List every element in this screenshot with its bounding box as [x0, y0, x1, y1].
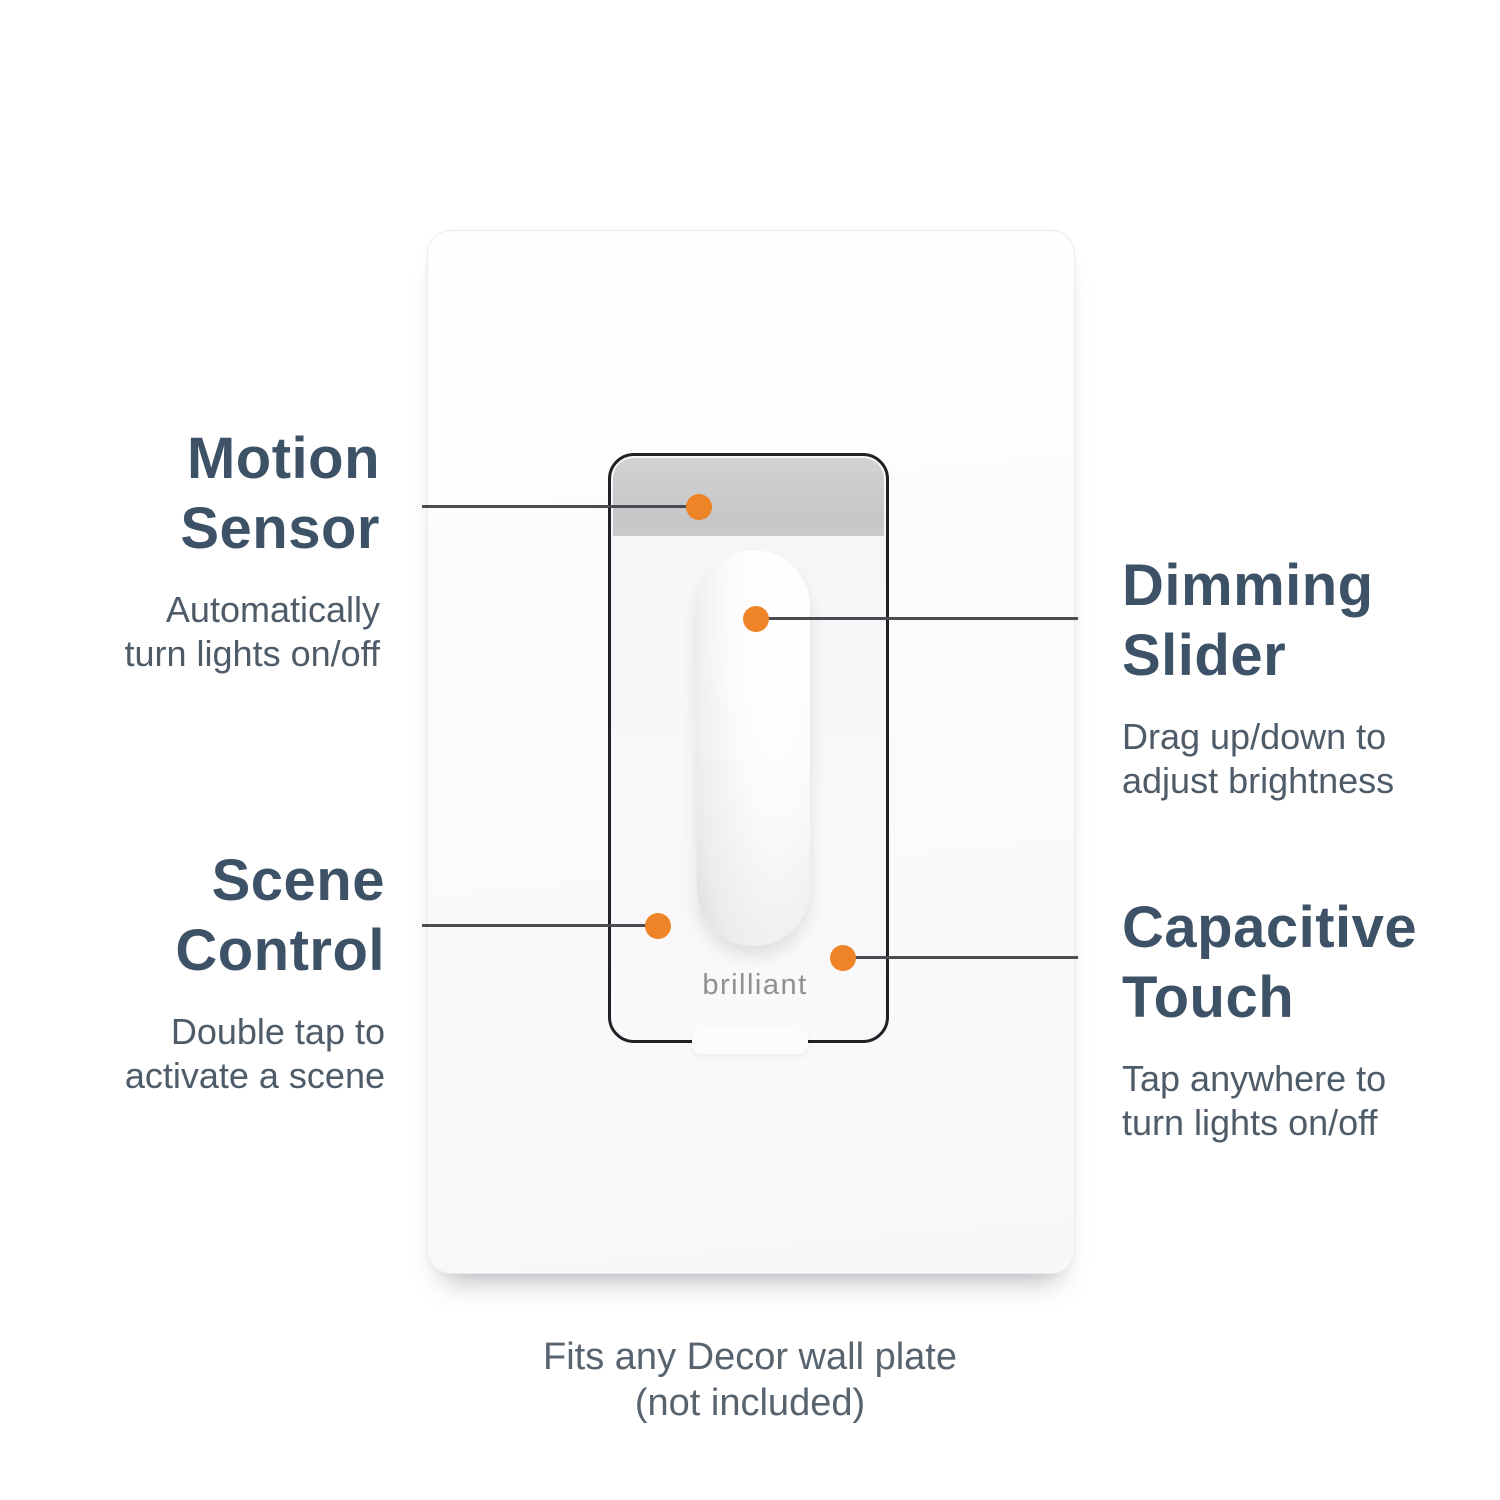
footnote-caption: Fits any Decor wall plate (not included): [0, 1334, 1500, 1426]
leader-line-capacitive-touch: [843, 956, 1078, 959]
callout-desc-line: adjust brightness: [1122, 760, 1395, 801]
callout-title-line: Slider: [1122, 623, 1287, 688]
footnote-caption-line: Fits any Decor wall plate: [543, 1336, 957, 1378]
leader-line-dimming-slider: [756, 617, 1078, 620]
callout-desc-line: activate a scene: [124, 1055, 385, 1096]
callout-title-line: Capacitive: [1122, 895, 1418, 960]
callout-title: Dimming Slider: [1122, 551, 1482, 691]
callout-description: Tap anywhere to turn lights on/off: [1122, 1057, 1492, 1145]
leader-line-motion-sensor: [422, 505, 699, 508]
callout-title-line: Control: [175, 918, 385, 983]
callout-title-line: Touch: [1122, 965, 1295, 1030]
callout-description: Automatically turn lights on/off: [50, 588, 381, 676]
callout-title: Scene Control: [55, 846, 385, 986]
callout-desc-line: Tap anywhere to: [1122, 1058, 1387, 1099]
callout-title-line: Dimming: [1122, 553, 1374, 618]
callout-desc-line: turn lights on/off: [124, 633, 381, 674]
callout-desc-line: Automatically: [165, 589, 380, 630]
marker-dot-capacitive-touch: [830, 945, 856, 971]
brand-logo: brilliant: [702, 969, 808, 1001]
callout-title-line: Motion: [186, 426, 380, 491]
callout-dimming-slider: Dimming Slider Drag up/down to adjust br…: [1122, 551, 1482, 803]
leader-line-scene-control: [422, 924, 658, 927]
callout-desc-line: turn lights on/off: [1122, 1102, 1378, 1143]
callout-scene-control: Scene Control Double tap to activate a s…: [55, 846, 385, 1098]
callout-motion-sensor: Motion Sensor Automatically turn lights …: [50, 424, 381, 676]
marker-dot-motion-sensor: [686, 494, 712, 520]
callout-title: Motion Sensor: [50, 424, 380, 564]
marker-dot-dimming-slider: [743, 606, 769, 632]
faceplate-bottom-tab: [692, 1027, 808, 1054]
callout-description: Double tap to activate a scene: [55, 1010, 385, 1098]
callout-title: Capacitive Touch: [1122, 893, 1492, 1033]
motion-sensor-strip: [613, 458, 884, 536]
callout-desc-line: Double tap to: [170, 1011, 385, 1052]
callout-description: Drag up/down to adjust brightness: [1122, 715, 1482, 803]
footnote-caption-line: (not included): [634, 1382, 866, 1424]
marker-dot-scene-control: [645, 913, 671, 939]
callout-capacitive-touch: Capacitive Touch Tap anywhere to turn li…: [1122, 893, 1492, 1145]
callout-desc-line: Drag up/down to: [1122, 716, 1387, 757]
callout-title-line: Scene: [211, 848, 385, 913]
callout-title-line: Sensor: [180, 496, 380, 561]
